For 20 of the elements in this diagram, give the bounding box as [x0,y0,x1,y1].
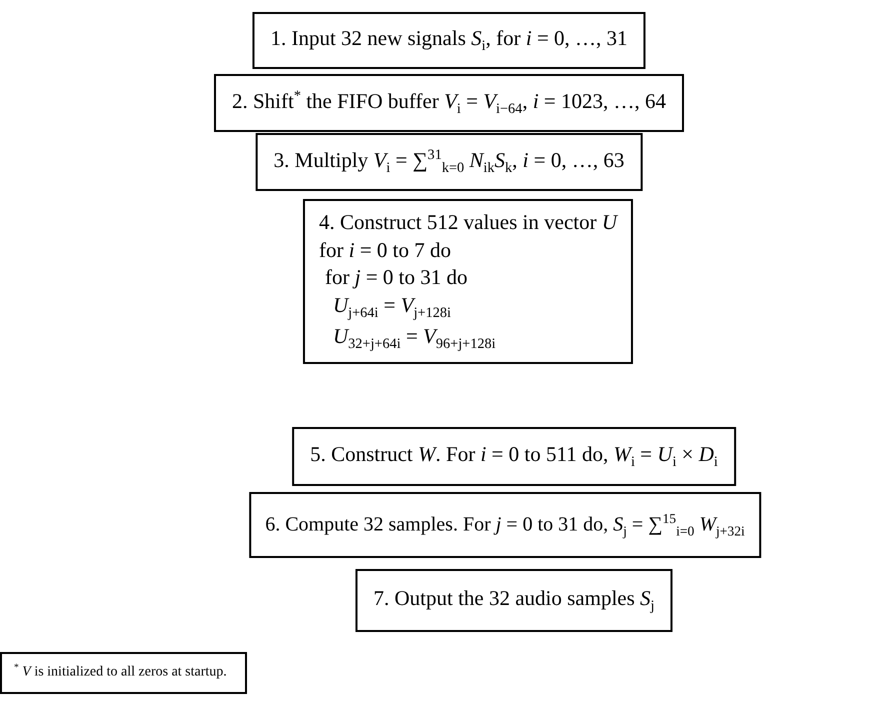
step-text: 6. Compute 32 samples. For j = 0 to 31 do, S$_{j}$ = ∑$^{15}$$_{i=0}$ W$_{j+32i}$ [265,510,745,540]
process-box [256,133,642,191]
process-box [249,492,761,558]
process-box [252,12,646,69]
process-box [302,199,634,364]
pseudocode-line: for j = 0 to 31 do [324,264,468,292]
process-box [355,569,673,632]
pseudocode-line: U$_{j+64i}$ = V$_{j+128i}$ [332,292,452,324]
step-heading: 4. Construct 512 values in vector U [318,209,618,236]
step-text: 2. Shift$^{*}$ the FIFO buffer V$_{i}$ = V$_{i−64}$, i = 1023, …, 64 [232,87,666,119]
step-text: 5. Construct W. For i = 0 to 511 do, W$_{i}$ = U$_{i}$ × D$_{i}$ [310,441,718,472]
step-text: 7. Output the 32 audio samples S$_{j}$ [373,585,655,616]
step-text: 3. Multiply V$_{i}$ = ∑$^{31}$$_{k=0}$ N$_{ik}$S$_{k}$, i = 0, …, 63 [274,146,624,178]
pseudocode-line: for i = 0 to 7 do [318,236,452,264]
step-text: 1. Input 32 new signals S$_{i}$, for i = 0, …, 31 [270,25,628,56]
footnote-box [0,652,247,694]
process-box [214,74,684,132]
process-box [292,427,736,486]
pseudocode-line: U$_{32+j+64i}$ = V$_{96+j+128i}$ [332,323,497,354]
footnote-text: $^{*}$ V is initialized to all zeros at startup. [14,662,227,682]
